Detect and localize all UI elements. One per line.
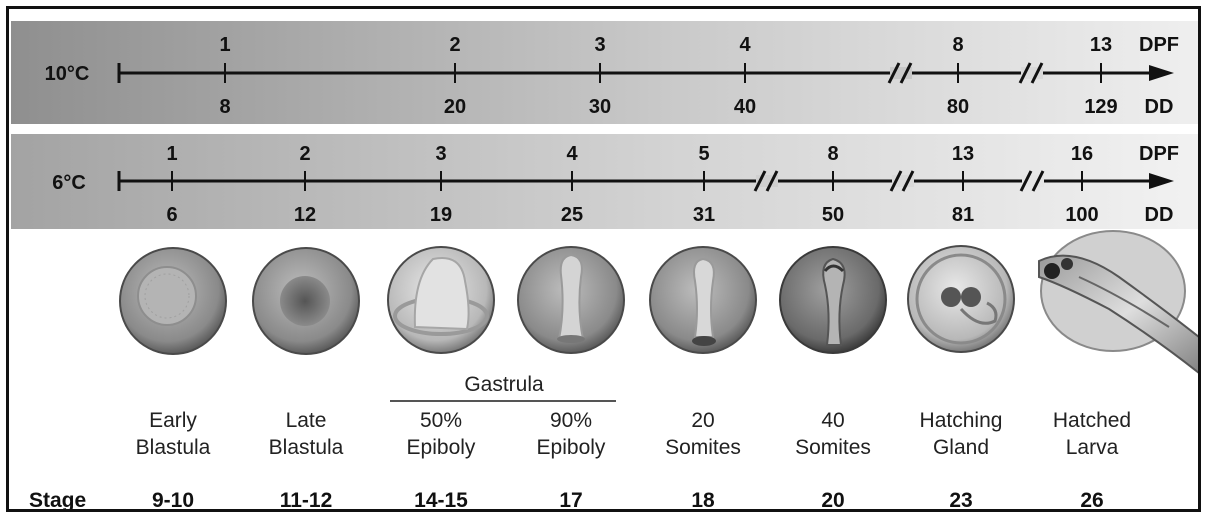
dd-tick-label: 12 <box>294 204 316 226</box>
dpf-tick-label: 4 <box>739 34 751 56</box>
dd-tick-label: 129 <box>1084 96 1117 118</box>
dd-unit-label: DD <box>1145 96 1174 118</box>
embryo-20-somites-image <box>650 247 756 353</box>
dpf-unit-label: DPF <box>1139 143 1179 165</box>
dd-unit-label: DD <box>1145 204 1174 226</box>
embryo-40-somites-image <box>780 247 886 353</box>
stage-name-90-epiboly: 90%Epiboly <box>506 407 636 461</box>
embryo-hatching-gland-image <box>908 246 1014 352</box>
dpf-tick-label: 16 <box>1071 143 1093 165</box>
stage-number: 20 <box>778 489 888 512</box>
dpf-tick-label: 1 <box>166 143 177 165</box>
stage-number: 9-10 <box>118 489 228 512</box>
dpf-tick-label: 8 <box>952 34 963 56</box>
stage-number: 17 <box>516 489 626 512</box>
dpf-tick-label: 13 <box>1090 34 1112 56</box>
gastrula-group-label: Gastrula <box>389 373 619 397</box>
dd-tick-label: 50 <box>822 204 844 226</box>
embryo-50-epiboly-image <box>388 247 494 353</box>
stage-number: 11-12 <box>251 489 361 512</box>
dpf-tick-label: 5 <box>698 143 709 165</box>
dpf-tick-label: 3 <box>594 34 605 56</box>
dpf-tick-label: 13 <box>952 143 974 165</box>
embryo-early-blastula-image <box>120 248 226 354</box>
dd-tick-label: 40 <box>734 96 756 118</box>
dpf-tick-label: 2 <box>449 34 460 56</box>
dpf-tick-label: 1 <box>219 34 230 56</box>
dd-tick-label: 81 <box>952 204 974 226</box>
dpf-unit-label: DPF <box>1139 34 1179 56</box>
dpf-tick-label: 2 <box>299 143 310 165</box>
temp-label-6c: 6°C <box>52 172 86 194</box>
dd-tick-label: 30 <box>589 96 611 118</box>
gastrula-bracket-line <box>390 400 616 402</box>
dd-tick-label: 6 <box>166 204 177 226</box>
dd-tick-label: 20 <box>444 96 466 118</box>
stage-name-late-blastula: LateBlastula <box>241 407 371 461</box>
embryo-90-epiboly-image <box>518 247 624 353</box>
dpf-tick-label: 3 <box>435 143 446 165</box>
dd-tick-label: 25 <box>561 204 583 226</box>
stage-name-50-epiboly: 50%Epiboly <box>376 407 506 461</box>
embryo-hatched-larva-image <box>1039 231 1201 377</box>
dd-tick-label: 31 <box>693 204 715 226</box>
stage-number: 14-15 <box>386 489 496 512</box>
stage-name-20-somites: 20Somites <box>638 407 768 461</box>
development-figure: 10°C 1 2 3 4 8 13 DPF 8 20 30 40 80 129 … <box>6 6 1201 512</box>
stage-number: 23 <box>906 489 1016 512</box>
stage-name-hatched-larva: HatchedLarva <box>1027 407 1157 461</box>
stage-name-40-somites: 40Somites <box>768 407 898 461</box>
stage-number: 26 <box>1037 489 1147 512</box>
stage-name-early-blastula: EarlyBlastula <box>108 407 238 461</box>
embryo-late-blastula-image <box>253 248 359 354</box>
dd-tick-label: 19 <box>430 204 452 226</box>
dd-tick-label: 100 <box>1065 204 1098 226</box>
dd-tick-label: 80 <box>947 96 969 118</box>
dd-tick-label: 8 <box>219 96 230 118</box>
stage-row-label: Stage <box>29 489 86 512</box>
temp-label-10c: 10°C <box>45 63 90 85</box>
stage-name-hatching-gland: HatchingGland <box>896 407 1026 461</box>
stage-number: 18 <box>648 489 758 512</box>
dpf-tick-label: 4 <box>566 143 578 165</box>
dpf-tick-label: 8 <box>827 143 838 165</box>
